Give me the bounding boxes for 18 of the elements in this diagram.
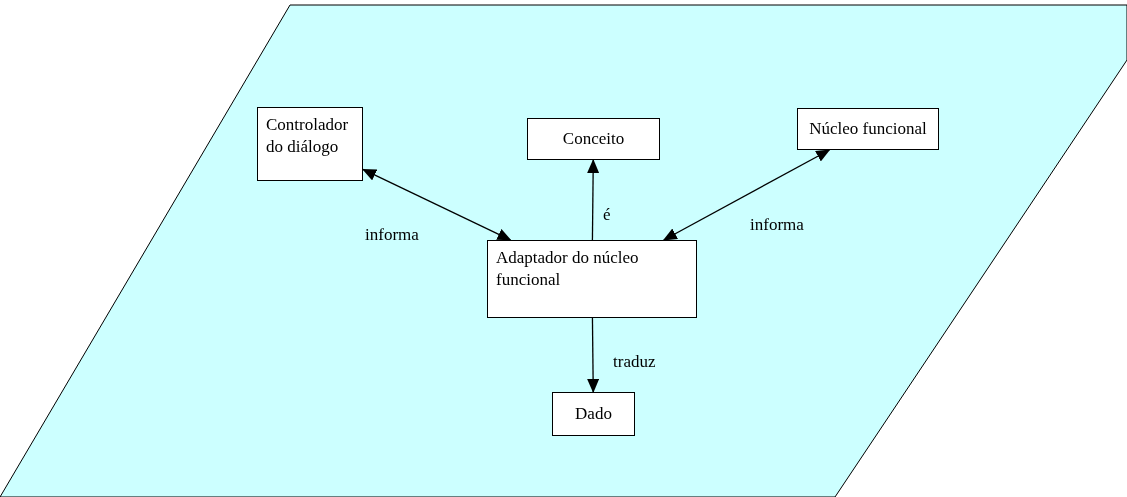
box-text: Dado	[575, 402, 612, 425]
arrow	[362, 168, 512, 241]
process-box	[527, 118, 660, 160]
box-text: Núcleo funcional	[809, 117, 927, 140]
process-box	[257, 107, 363, 181]
edge-label: é	[603, 205, 611, 225]
arrow	[587, 159, 600, 241]
box-text: Adaptador do núcleo funcional	[496, 247, 640, 292]
arrow	[587, 317, 600, 393]
box-text: Conceito	[562, 127, 625, 150]
process-box	[487, 240, 697, 318]
edge-label: informa	[365, 225, 419, 245]
process-box	[797, 108, 939, 150]
arrow	[662, 149, 831, 241]
edge-label: informa	[750, 215, 804, 235]
process-box	[552, 392, 635, 436]
edge-label: traduz	[613, 352, 656, 372]
box-text: Controlador do diálogo	[266, 114, 350, 159]
